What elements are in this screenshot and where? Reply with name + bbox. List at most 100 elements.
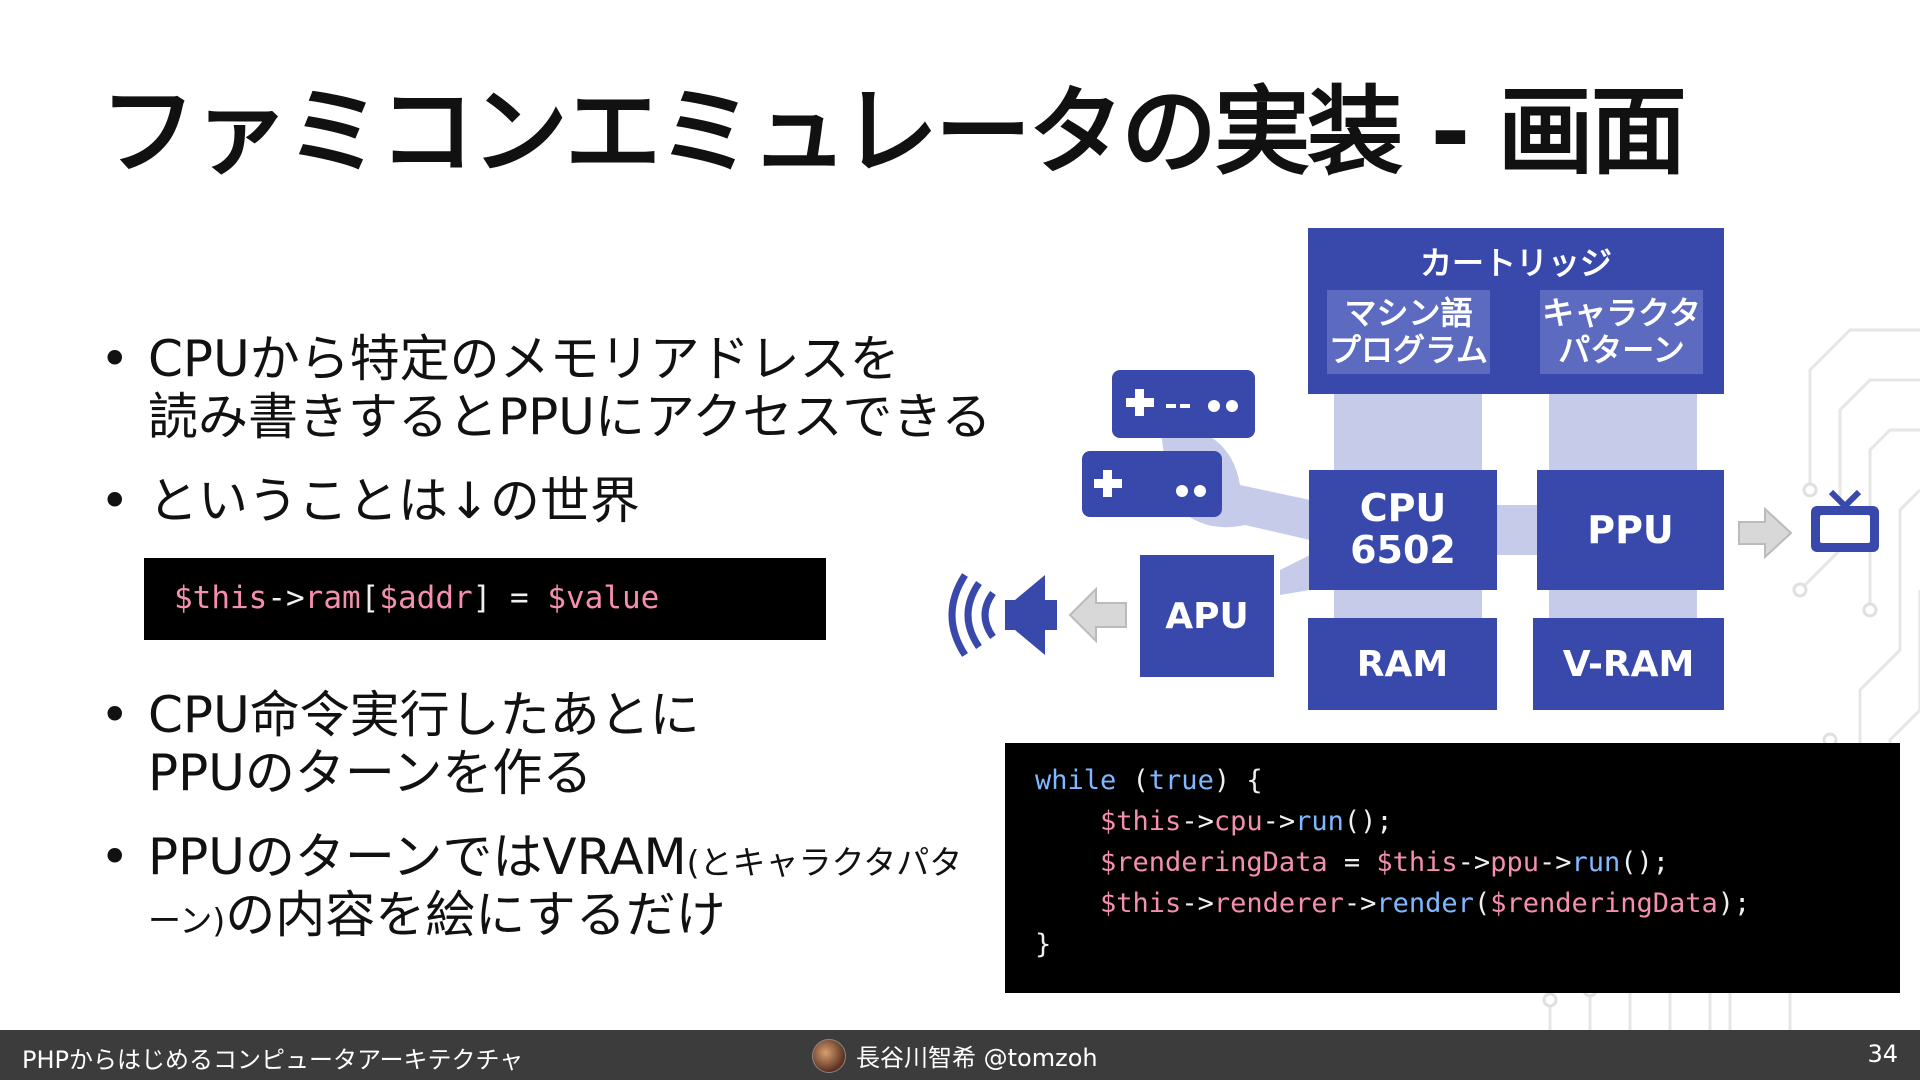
code-token: run	[1295, 806, 1344, 837]
bullet-text: 読み書きするとPPUにアクセスできる	[148, 388, 992, 446]
bullet-text: CPUから特定のメモリアドレスを	[148, 330, 900, 388]
gamepad-icon	[1082, 451, 1222, 517]
cpu-label: 6502	[1350, 528, 1456, 572]
cpu-box: CPU 6502	[1309, 470, 1497, 590]
code-token: (	[1473, 888, 1491, 919]
ram-label: RAM	[1356, 643, 1449, 685]
apu-box: APU	[1140, 555, 1274, 677]
connector	[1334, 590, 1482, 618]
code-token: ->	[1538, 847, 1572, 878]
connector	[1334, 394, 1482, 470]
code-token: true	[1148, 765, 1214, 796]
bullet-dot: •	[100, 330, 130, 388]
code-token: }	[1035, 929, 1052, 960]
code-token: $this	[174, 580, 268, 616]
bullet-item: • ということは↓の世界	[100, 472, 640, 530]
pattern-label: パターン	[1558, 331, 1685, 369]
code-token: =	[1327, 847, 1377, 878]
bullet-text: PPUのターンではVRAM(とキャラクタパタ	[148, 828, 962, 886]
avatar	[812, 1038, 846, 1073]
code-token: (	[1116, 765, 1149, 796]
code-token: $this	[1100, 888, 1182, 919]
code-token: );	[1717, 888, 1751, 919]
bullet-item: • CPU命令実行したあとに PPUのターンを作る	[100, 686, 700, 802]
program-label: プログラム	[1328, 331, 1489, 369]
bullet-dot: •	[100, 828, 130, 886]
code-line: $this->cpu->run();	[1035, 806, 1393, 837]
code-block-ram-access: $this->ram[$addr] = $value	[144, 558, 826, 640]
code-line: $renderingData = $this->ppu->run();	[1035, 847, 1669, 878]
presentation-title: PHPからはじめるコンピュータアーキテクチャ	[22, 1046, 524, 1074]
arrow-left-icon	[1068, 586, 1127, 644]
code-token: $value	[547, 580, 660, 616]
code-block-main-loop: while (true) { $this->cpu->run(); $rende…	[1005, 743, 1900, 993]
code-token: ();	[1620, 847, 1670, 878]
vram-label: V-RAM	[1562, 643, 1695, 685]
bullet-text-main: の内容を絵にするだけ	[225, 886, 726, 944]
code-line: $this->renderer->render($renderingData);	[1035, 888, 1750, 919]
arrow-right-icon	[1738, 506, 1793, 560]
apu-label: APU	[1165, 595, 1249, 637]
footer-bar: PHPからはじめるコンピュータアーキテクチャ 長谷川智希 @tomzoh 34	[0, 1030, 1920, 1080]
page-number: 34	[1867, 1040, 1898, 1068]
bullet-dot: •	[100, 472, 130, 530]
bullet-item: • PPUのターンではVRAM(とキャラクタパタ ーン)の内容を絵にするだけ	[100, 828, 962, 944]
code-token	[1035, 888, 1100, 919]
slide-title: ファミコンエミュレータの実装 - 画面	[100, 76, 1687, 188]
author-info: 長谷川智希 @tomzoh	[812, 1038, 1098, 1073]
vram-box: V-RAM	[1533, 618, 1724, 710]
tv-icon	[1811, 489, 1879, 552]
connector	[1497, 505, 1537, 555]
program-box: マシン語 プログラム	[1327, 290, 1490, 374]
bullet-text: CPU命令実行したあとに	[148, 686, 700, 744]
code-token: ->	[1262, 806, 1296, 837]
bullet-text: PPUのターンを作る	[148, 744, 593, 802]
ppu-label: PPU	[1587, 508, 1674, 552]
code-token	[1035, 847, 1100, 878]
pattern-label: キャラクタ	[1542, 294, 1701, 333]
pattern-box: キャラクタ パターン	[1540, 290, 1703, 374]
code-token: run	[1571, 847, 1621, 878]
connector	[1549, 590, 1697, 618]
code-token: [	[360, 580, 380, 616]
bullet-text: ーン)の内容を絵にするだけ	[148, 886, 962, 944]
code-token: ram	[304, 580, 361, 616]
ppu-box: PPU	[1537, 470, 1724, 590]
ram-box: RAM	[1308, 618, 1497, 710]
code-token: ->	[267, 580, 305, 616]
code-token: $this	[1376, 847, 1458, 878]
code-token: renderer	[1213, 888, 1344, 919]
cartridge-title: カートリッジ	[1419, 244, 1612, 282]
connector	[1549, 394, 1697, 470]
bullet-text-small: ーン)	[148, 901, 226, 940]
code-token: $this	[1100, 806, 1182, 837]
code-token: $renderingData	[1490, 888, 1718, 919]
cpu-label: CPU	[1359, 486, 1447, 531]
code-token: $renderingData	[1100, 847, 1328, 878]
code-token: while	[1035, 765, 1117, 796]
bullet-text: ということは↓の世界	[148, 472, 640, 530]
code-token: ->	[1181, 888, 1214, 919]
gamepad-icon	[1112, 370, 1255, 438]
code-token: ();	[1343, 806, 1393, 837]
code-token: ] =	[472, 580, 548, 616]
code-token: $addr	[379, 580, 473, 616]
code-line: while (true) {	[1035, 765, 1263, 796]
code-token: ->	[1343, 888, 1377, 919]
bullet-text-small: (とキャラクタパタ	[686, 843, 963, 882]
code-line: }	[1035, 929, 1051, 960]
code-token: ppu	[1490, 847, 1539, 878]
bullet-item: • CPUから特定のメモリアドレスを 読み書きするとPPUにアクセスできる	[100, 330, 991, 446]
code-token: ) {	[1213, 765, 1263, 796]
code-token: render	[1376, 888, 1474, 919]
bullet-dot: •	[100, 686, 130, 744]
code-token: cpu	[1213, 806, 1263, 837]
code-token	[1035, 806, 1100, 837]
code-token: ->	[1457, 847, 1491, 878]
code-token: ->	[1181, 806, 1214, 837]
speaker-icon	[948, 573, 1057, 657]
author-name: 長谷川智希 @tomzoh	[856, 1044, 1098, 1072]
bullet-text-main: PPUのターンではVRAM	[148, 828, 687, 886]
code-line: $this->ram[$addr] = $value	[174, 580, 659, 616]
program-label: マシン語	[1344, 294, 1473, 333]
